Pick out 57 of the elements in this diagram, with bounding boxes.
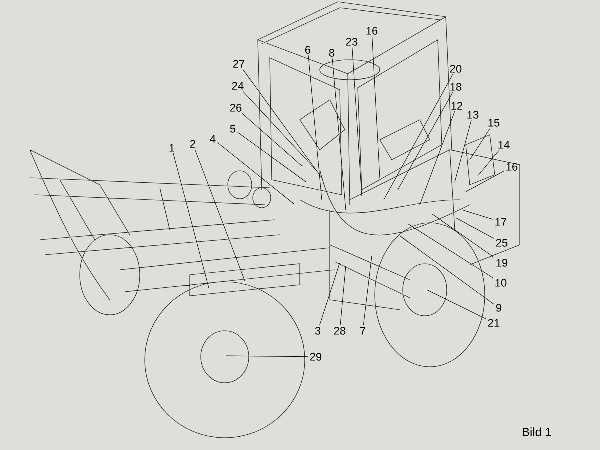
leader-line (420, 111, 456, 206)
leader-line (454, 120, 472, 182)
callout-number: 27 (233, 60, 245, 68)
callout-number: 23 (346, 38, 358, 46)
callout-number: 1 (170, 144, 175, 152)
callout-number: 8 (329, 49, 335, 57)
leader-line (340, 266, 346, 326)
leader-line (400, 236, 494, 305)
leader-line (194, 149, 246, 282)
leader-line (408, 224, 494, 278)
callout-number: 14 (498, 141, 510, 149)
callout-number: 24 (232, 82, 244, 90)
leader-line (242, 91, 316, 170)
callout-number: 26 (230, 104, 242, 112)
callout-number: 7 (360, 327, 366, 335)
callout-number: 13 (468, 111, 479, 119)
callout-number: 19 (496, 259, 508, 267)
leader-line (426, 290, 486, 320)
callout-number: 17 (496, 218, 507, 226)
callout-number: 18 (450, 83, 462, 91)
callout-number: 10 (496, 279, 507, 287)
callout-number: 20 (450, 65, 462, 73)
leader-line (226, 356, 308, 358)
leader-line (218, 142, 294, 204)
leader-line (352, 47, 362, 196)
leader-line (478, 150, 500, 176)
callout-number: 5 (230, 125, 236, 133)
figure-caption: Bild 1 (522, 428, 552, 436)
leader-line (466, 171, 504, 192)
callout-number: 16 (366, 27, 378, 35)
leader-line (363, 256, 372, 326)
leader-line (398, 92, 454, 190)
callout-number: 2 (190, 140, 196, 148)
leader-line (238, 132, 306, 182)
leader-line (456, 218, 494, 239)
callout-number: 3 (315, 327, 321, 335)
leader-line (332, 58, 346, 210)
leader-line (432, 214, 494, 258)
callout-number: 12 (452, 102, 463, 110)
callout-number: 29 (310, 353, 322, 361)
callout-number: 4 (210, 135, 216, 143)
leader-line (372, 36, 380, 178)
callout-number: 28 (334, 327, 346, 335)
leader-line (242, 69, 322, 178)
callout-number: 6 (306, 46, 311, 54)
leader-line (470, 128, 491, 160)
leader-line (384, 74, 454, 200)
callout-number: 9 (496, 304, 502, 312)
leader-line (308, 55, 322, 200)
callout-number: 21 (488, 319, 500, 327)
callout-number: 16 (506, 163, 518, 171)
leader-line (173, 153, 210, 288)
callout-number: 15 (488, 119, 500, 127)
leader-line (462, 210, 494, 220)
leader-line (242, 113, 302, 166)
callout-number: 25 (496, 239, 508, 247)
leader-line (320, 262, 340, 326)
